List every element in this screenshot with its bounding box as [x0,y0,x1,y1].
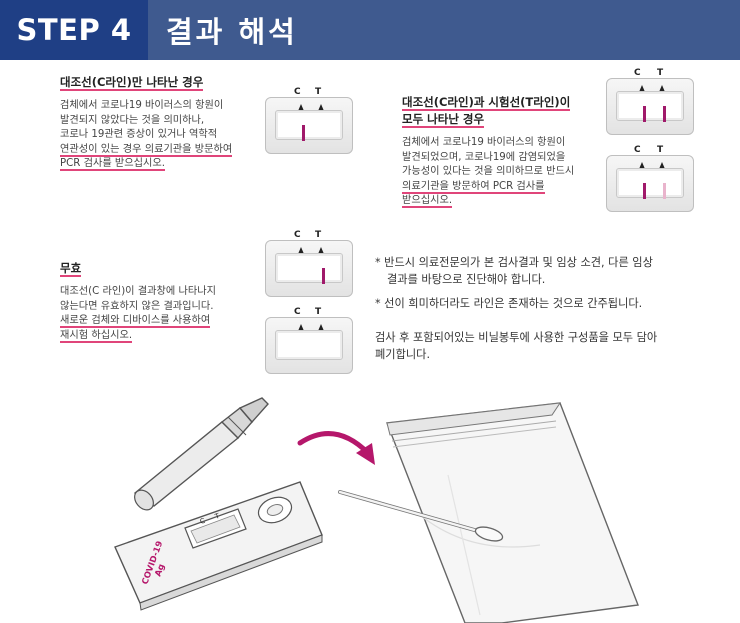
invalid-heading: 무효 [60,261,82,277]
c-arrow-icon [639,85,645,92]
test-device-icon: C T COVID-19 Ag [114,481,323,611]
c-arrow-icon [639,162,645,169]
c-arrow-icon [298,104,304,111]
device-c-label: C [199,517,206,526]
control-line [302,125,305,141]
note-faint-line: * 선이 희미하더라도 라인은 존재하는 것으로 간주됩니다. [375,297,643,310]
positive-body: 검체에서 코로나19 바이러스의 항원이 발견되었으며, 코로나19에 감염되었… [402,137,575,208]
t-arrow-icon [659,85,665,92]
t-arrow-icon [318,247,324,254]
negative-heading: 대조선(C라인)만 나타난 경우 [60,75,204,91]
device-t-label: T [213,512,221,522]
note-diagnosis: * 반드시 의료전문의가 본 검사결과 및 임상 소견, 다른 임상 결과를 바… [375,256,653,286]
invalid-body: 대조선(C 라인)이 결과창에 나타나지 않는다면 유효하지 않은 결과입니다.… [60,286,216,343]
curved-arrow-icon [297,431,375,465]
device-label-ag: Ag [153,563,167,578]
header-banner: STEP 4 결과 해석 [0,0,740,60]
t-arrow-icon [318,104,324,111]
invalid-result-block: 무효 대조선(C 라인)이 결과창에 나타나지 않는다면 유효하지 않은 결과입… [60,260,216,343]
dropper-tube-icon [133,397,269,511]
swab-icon [338,490,504,542]
c-arrow-icon [298,247,304,254]
disposal-instructions: 검사 후 포함되어있는 비닐봉투에 사용한 구성품을 모두 담아 폐기합니다. [375,331,658,361]
t-arrow-icon [318,324,324,331]
negative-body: 검체에서 코로나19 바이러스의 항원이 발견되지 않았다는 것을 의미하나, … [60,100,233,171]
t-arrow-icon [659,162,665,169]
positive-result-block: 대조선(C라인)과 시험선(T라인)이 모두 나타난 경우 검체에서 코로나19… [402,94,574,209]
step-number: STEP 4 [0,0,148,60]
disposal-illustration: C T COVID-19 Ag [114,397,639,623]
c-arrow-icon [298,324,304,331]
plastic-bag-icon [386,402,639,623]
page-title: 결과 해석 [166,15,298,49]
negative-result-block: 대조선(C라인)만 나타난 경우 검체에서 코로나19 바이러스의 항원이 발견… [60,74,233,172]
